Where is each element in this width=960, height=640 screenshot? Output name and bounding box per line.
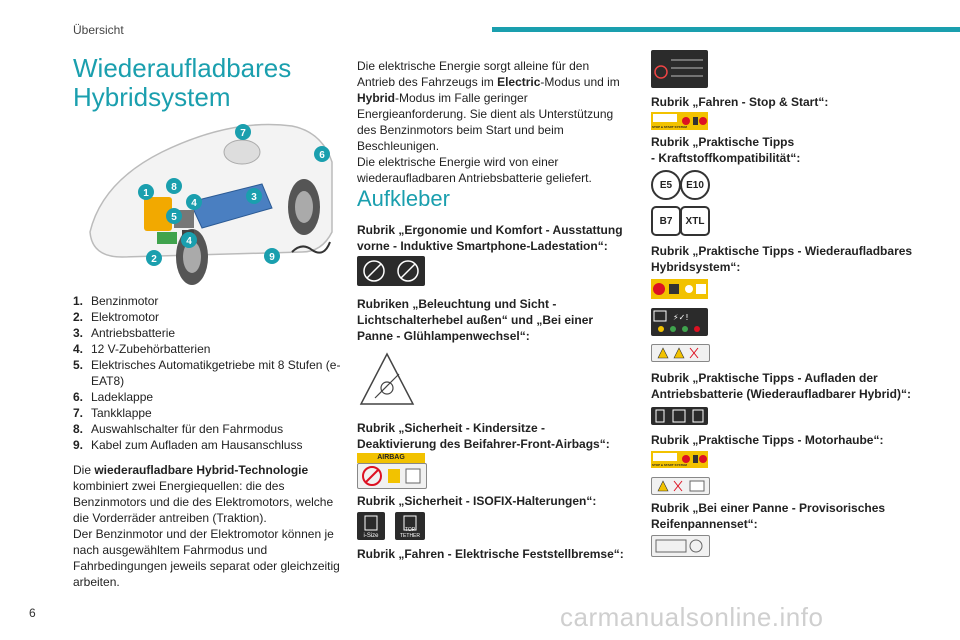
callout-6	[314, 146, 330, 162]
hybrid-symbol-icons: ⚡✓!	[653, 310, 700, 332]
sticker-wireless-charging	[357, 256, 425, 286]
hybrid-caution-icons	[657, 347, 699, 359]
page-title: Wiederaufladbares Hybridsystem	[73, 54, 291, 112]
parking-brake-icon	[654, 59, 703, 79]
hybrid-warning-icons	[653, 283, 706, 295]
rubric-stop-start: Rubrik „Fahren - Stop & Start“:	[651, 95, 829, 109]
legend-item: 3.Antriebsbatterie	[73, 326, 176, 340]
rubric-fuel: Rubrik „Praktische Tipps - Kraftstoffkom…	[651, 135, 801, 165]
electric-energy-paragraph: Die elektrische Energie sorgt alleine fü…	[357, 59, 620, 185]
callout-7	[235, 124, 251, 140]
sticker-hybrid-2: ⚡✓!	[651, 308, 708, 336]
rubric-charging: Rubrik „Praktische Tipps - Aufladen der …	[651, 371, 911, 401]
component-legend: 1.Benzinmotor 2.Elektromotor 3.Antriebsb…	[73, 293, 341, 453]
rubric-bonnet: Rubrik „Praktische Tipps - Motorhaube“:	[651, 433, 884, 447]
sticker-hybrid-1	[651, 279, 708, 299]
callout-2	[146, 250, 162, 266]
legend-item: 4.12 V-Zubehörbatterien	[73, 342, 211, 356]
legend-item: 9.Kabel zum Aufladen am Hausanschluss	[73, 438, 303, 452]
legend-item: 7.Tankklappe	[73, 406, 152, 420]
callout-label-4b: 4	[186, 236, 192, 247]
rubric-hybrid-system: Rubrik „Praktische Tipps - Wiederaufladb…	[651, 244, 913, 274]
rubric-airbag: Rubrik „Sicherheit - Kindersitze - Deakt…	[357, 421, 610, 451]
callout-label-3: 3	[251, 192, 257, 203]
callout-label-9: 9	[269, 252, 275, 263]
running-header: Übersicht	[73, 23, 124, 37]
bonnet-caution-icons	[657, 480, 705, 492]
rubric-lighting: Rubriken „Beleuchtung und Sicht - Lichts…	[357, 297, 594, 343]
wireless-charging-icon	[363, 260, 419, 282]
title-line-1: Wiederaufladbares	[73, 53, 292, 83]
child-seat-icon	[364, 515, 378, 531]
legend-item: 8.Auswahlschalter für den Fahrmodus	[73, 422, 284, 436]
callout-label-1: 1	[143, 188, 149, 199]
legend-item: 5.Elektrisches Automatikgetriebe mit 8 S…	[73, 358, 341, 388]
legend-item: 2.Elektromotor	[73, 310, 160, 324]
sticker-bonnet-2	[651, 477, 710, 495]
sticker-charging	[651, 407, 708, 425]
sticker-airbag-banner: AIRBAG	[357, 453, 425, 463]
sticker-airbag-body	[357, 463, 427, 489]
legend-item: 1.Benzinmotor	[73, 294, 159, 308]
callout-4b	[181, 232, 197, 248]
rubric-parking-brake: Rubrik „Fahren - Elektrische Feststellbr…	[357, 547, 624, 561]
charging-plug-icons	[655, 409, 704, 423]
sticker-stop-start: STOP & START SYSTEM	[651, 112, 708, 130]
callout-4a	[186, 194, 202, 210]
tether-seat-icon	[403, 515, 417, 531]
callout-5	[166, 208, 182, 224]
sticker-tyre-kit	[651, 535, 710, 557]
callout-8	[166, 178, 182, 194]
bonnet-warning-icons	[682, 455, 707, 463]
tyre-repair-kit-icon	[655, 539, 703, 553]
callout-label-2: 2	[151, 254, 157, 265]
title-line-2: Hybridsystem	[73, 82, 231, 112]
rubric-isofix: Rubrik „Sicherheit - ISOFIX-Halterungen“…	[357, 494, 597, 508]
callout-label-4a: 4	[191, 198, 197, 209]
svg-text:⚡✓!: ⚡✓!	[673, 313, 689, 322]
stickers-heading: Aufkleber	[357, 186, 450, 211]
header-accent-bar	[492, 27, 960, 32]
hybrid-system-illustration: 1 2 3 4 4 5 6 7 8 9	[89, 123, 333, 285]
callout-label-6: 6	[319, 150, 325, 161]
watermark: carmanualsonline.info	[560, 602, 824, 632]
fuel-e5-badge: E5	[651, 170, 681, 200]
callout-9	[264, 248, 280, 264]
callout-label-8: 8	[171, 182, 177, 193]
callout-1	[138, 184, 154, 200]
rubric-tyre-kit: Rubrik „Bei einer Panne - Provisorisches…	[651, 501, 886, 531]
hybrid-technology-paragraph: Die wiederaufladbare Hybrid-Technologie …	[73, 463, 340, 589]
fuel-e10-badge: E10	[680, 170, 710, 200]
callout-label-7: 7	[240, 128, 246, 139]
fuel-xtl-badge: XTL	[680, 206, 710, 236]
rubric-ergonomics: Rubrik „Ergonomie und Komfort - Ausstatt…	[357, 223, 623, 253]
sticker-bonnet: STOP & START SYSTEM	[651, 451, 708, 468]
callout-3	[246, 188, 262, 204]
sticker-top-tether: TOP TETHER	[395, 512, 425, 540]
legend-item: 6.Ladeklappe	[73, 390, 154, 404]
headlamp-warning-icon	[359, 352, 415, 405]
sticker-hybrid-3	[651, 344, 710, 362]
no-child-seat-icon	[362, 466, 421, 486]
sticker-isize: i-Size	[357, 512, 385, 540]
callout-label-5: 5	[171, 212, 177, 223]
sticker-parking-brake	[651, 50, 708, 88]
fuel-b7-badge: B7	[651, 206, 681, 236]
page-number: 6	[29, 606, 36, 620]
callout-markers: 1 2 3 4 4 5 6 7 8 9	[138, 124, 330, 266]
battery-warning-icons	[682, 117, 707, 125]
